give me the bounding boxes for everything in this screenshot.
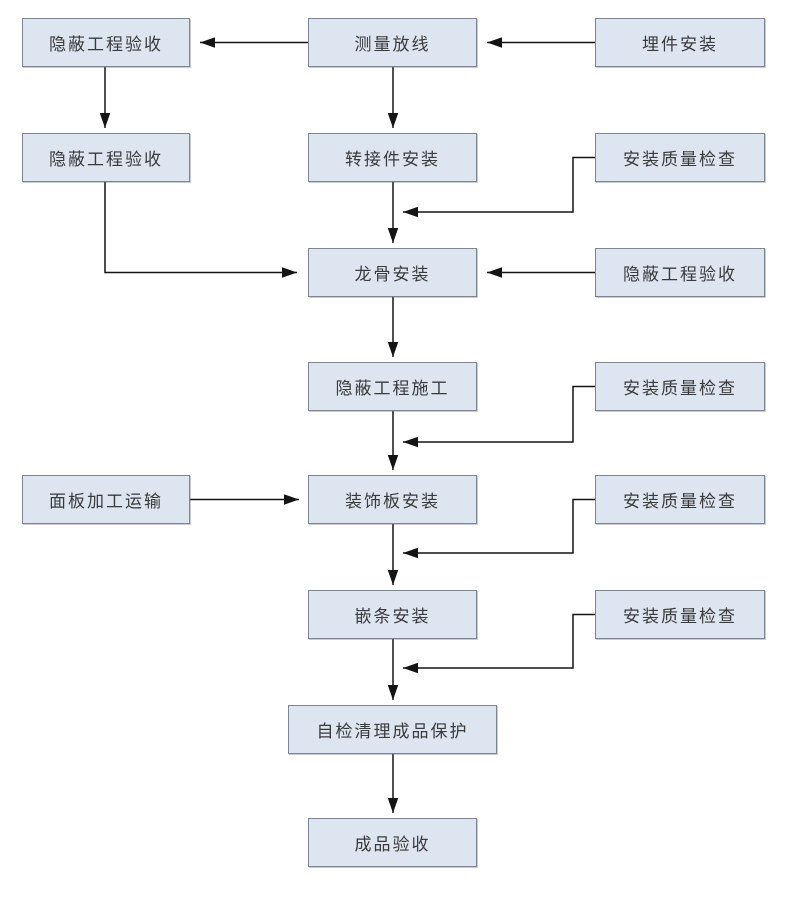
connector-quality3-to-spine: [403, 498, 595, 559]
connector-quality2-to-spine: [403, 385, 595, 448]
node-hidden-work-construction: 隐蔽工程施工: [308, 362, 477, 411]
node-panel-processing-transport: 面板加工运输: [22, 475, 190, 524]
connector-quality1-to-spine: [403, 156, 595, 218]
node-survey-layout: 测量放线: [308, 18, 477, 67]
node-decorative-panel-install: 装饰板安装: [308, 475, 477, 524]
node-hidden-work-acceptance-1: 隐蔽工程验收: [22, 18, 190, 67]
node-hidden-work-acceptance-2: 隐蔽工程验收: [22, 133, 190, 182]
node-embedded-parts-install: 埋件安装: [595, 18, 765, 67]
node-quality-check-2: 安装质量检查: [595, 362, 765, 411]
connector-hidden2-to-keel: [104, 182, 297, 278]
node-finished-product-acceptance: 成品验收: [308, 818, 477, 867]
node-quality-check-1: 安装质量检查: [595, 133, 765, 182]
connector-quality4-to-spine: [403, 613, 595, 674]
node-quality-check-4: 安装质量检查: [595, 590, 765, 639]
node-keel-install: 龙骨安装: [308, 248, 477, 297]
node-hidden-work-acceptance-3: 隐蔽工程验收: [595, 248, 765, 297]
node-quality-check-3: 安装质量检查: [595, 475, 765, 524]
node-adapter-install: 转接件安装: [308, 133, 477, 182]
node-trim-strip-install: 嵌条安装: [308, 590, 477, 639]
node-self-check-cleanup-protection: 自检清理成品保护: [288, 705, 497, 754]
